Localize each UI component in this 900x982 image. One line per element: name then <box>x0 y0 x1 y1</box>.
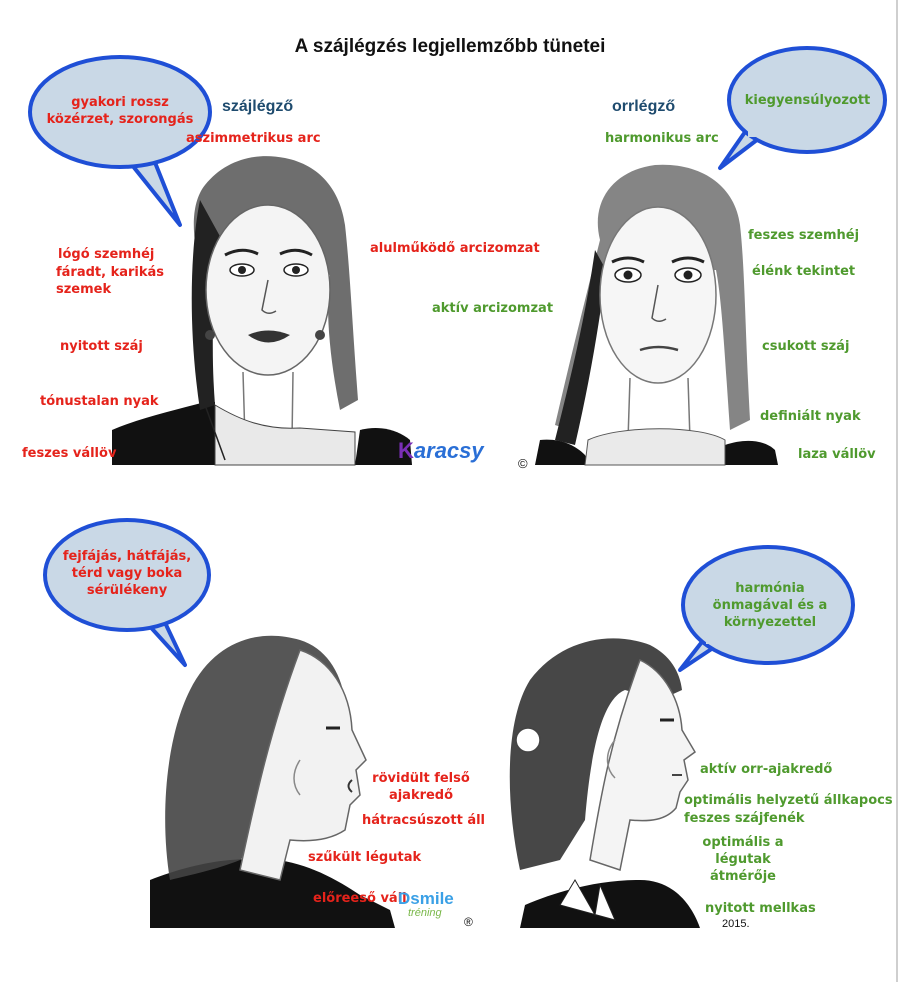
label-open-mouth: nyitott száj <box>60 339 143 354</box>
registered-symbol: ® <box>464 915 473 929</box>
label-asymmetric-face: aszimmetrikus arc <box>186 131 321 146</box>
label-forward-shoulder: előreeső váll <box>313 891 407 906</box>
bubble-top-right <box>718 46 887 170</box>
dsmile-logo-subtitle: tréning <box>408 907 442 919</box>
dsmile-logo: Dsmile tréning <box>398 889 454 920</box>
copyright-symbol: © <box>518 456 528 471</box>
label-optimal-jaw: optimális helyzetű állkapocs <box>684 793 893 808</box>
header-nose-breather: orrlégző <box>612 98 676 115</box>
karacsy-logo-initial: K <box>398 438 414 463</box>
label-receding-chin: hátracsúszott áll <box>362 813 485 828</box>
header-mouth-breather: szájlégző <box>222 98 294 115</box>
label-tense-shoulder: feszes vállöv <box>22 446 117 461</box>
label-drooping-eyelid: lógó szemhéj <box>58 247 155 262</box>
label-open-chest: nyitott mellkas <box>705 901 816 916</box>
label-optimal-airway: optimális a légutak átmérője <box>702 835 784 884</box>
portrait-mouth-breather-front <box>112 156 412 466</box>
label-closed-mouth: csukott száj <box>762 339 850 354</box>
karacsy-logo-text: aracsy <box>413 438 484 463</box>
label-tight-eyelid: feszes szemhéj <box>748 228 860 243</box>
portrait-nose-breather-front <box>535 164 778 466</box>
profile-nose-breather <box>509 638 700 928</box>
year-label: 2015. <box>722 918 750 930</box>
label-loose-shoulder: laza vállöv <box>798 447 876 462</box>
bubble-top-left <box>28 55 212 227</box>
label-active-nasolabial-fold: aktív orr-ajakredő <box>700 762 833 777</box>
bubble-bottom-right <box>678 545 855 672</box>
label-weak-facial-muscles: alulműködő arcizomzat <box>370 241 540 256</box>
karacsy-logo: Karacsy <box>398 438 484 464</box>
bubble-top-right-text: kiegyensúlyozott <box>744 93 871 108</box>
label-active-facial-muscles: aktív arcizomzat <box>432 301 554 316</box>
bubble-bottom-left <box>43 518 211 667</box>
label-toneless-neck: tónustalan nyak <box>40 394 159 409</box>
page-title: A szájlégzés legjellemzőbb tünetei <box>294 36 606 57</box>
profile-mouth-breather <box>150 635 395 928</box>
label-shortened-upper-lip: rövidült felső ajakredő <box>372 771 470 803</box>
label-narrowed-airway: szűkült légutak <box>308 850 422 865</box>
label-lively-look: élénk tekintet <box>752 264 856 279</box>
label-tight-mouth-floor: feszes szájfenék <box>684 811 805 826</box>
label-defined-neck: definiált nyak <box>760 409 861 424</box>
label-harmonic-face: harmonikus arc <box>605 131 719 146</box>
label-tired-eyes: fáradt, karikás szemek <box>56 265 165 297</box>
dsmile-logo-text: Dsmile <box>398 889 454 908</box>
